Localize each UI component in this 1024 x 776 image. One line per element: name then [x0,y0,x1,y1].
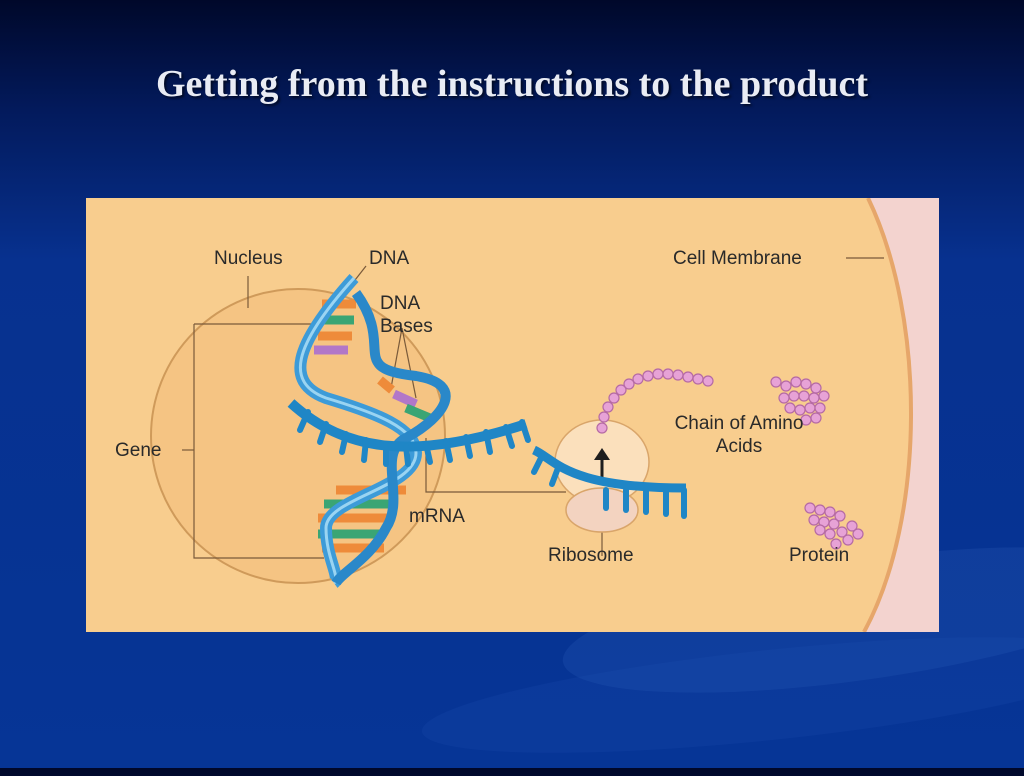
cell-diagram-graphic [150,198,939,632]
mrna-strand [287,399,531,467]
label-chain-of-amino-acids: Chain of Amino Acids [674,413,804,457]
label-dna-bases: DNA Bases [380,293,433,337]
slide-title: Getting from the instructions to the pro… [155,63,869,105]
folded-protein-upper [770,376,830,426]
label-nucleus: Nucleus [214,248,283,269]
ribosome [554,419,650,533]
label-gene: Gene [115,440,162,461]
label-ribosome: Ribosome [548,545,634,566]
label-cell-membrane: Cell Membrane [673,248,802,269]
amino-acid-chain [596,368,714,434]
folded-protein-lower [804,502,864,550]
cell-membrane [864,198,939,632]
cell-membrane-outline [862,198,913,632]
nucleus [150,288,446,584]
label-protein: Protein [789,545,850,566]
label-mrna: mRNA [409,506,465,527]
label-dna: DNA [369,248,410,269]
mrna-in-ribosome [531,445,687,519]
cell-diagram: Nucleus DNA DNA Bases Cell Membrane Gene… [86,198,939,632]
